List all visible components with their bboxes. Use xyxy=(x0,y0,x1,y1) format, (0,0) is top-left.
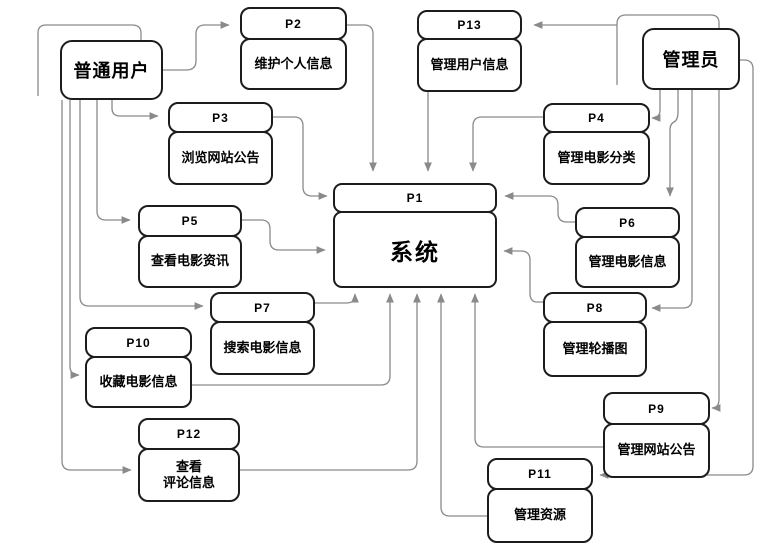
process-p11: P11 管理资源 xyxy=(487,458,593,543)
edge-p7-p1 xyxy=(315,293,359,304)
process-p6-id: P6 xyxy=(575,207,680,238)
edge-p4-p1 xyxy=(469,116,543,172)
edge-p5-p1 xyxy=(242,219,326,254)
process-p10-label: 收藏电影信息 xyxy=(85,356,192,408)
edge-admin-p6 xyxy=(666,90,679,197)
edge-user-p7 xyxy=(79,100,204,310)
process-p2-id: P2 xyxy=(240,7,347,40)
process-p1-label: 系统 xyxy=(333,211,497,288)
process-p7-label: 搜索电影信息 xyxy=(210,321,315,375)
process-p5: P5 查看电影资讯 xyxy=(138,205,242,288)
process-p8: P8 管理轮播图 xyxy=(543,292,647,377)
edge-p2-p1 xyxy=(347,24,377,172)
process-p11-label: 管理资源 xyxy=(487,488,593,543)
process-p4: P4 管理电影分类 xyxy=(543,103,650,185)
edge-admin-p9 xyxy=(711,90,721,412)
process-p7-id: P7 xyxy=(210,292,315,323)
edge-p11-p1 xyxy=(437,293,487,517)
edge-p9-p1 xyxy=(471,293,603,448)
process-p4-id: P4 xyxy=(543,103,650,133)
edge-admin-loop xyxy=(616,14,720,85)
process-p9: P9 管理网站公告 xyxy=(603,392,710,478)
process-p10-id: P10 xyxy=(85,327,192,358)
edge-admin-p8 xyxy=(651,90,693,312)
actor-admin: 管理员 xyxy=(642,28,740,90)
actor-normal-user: 普通用户 xyxy=(60,40,163,100)
edge-admin-p4 xyxy=(651,90,661,122)
process-p3-label: 浏览网站公告 xyxy=(168,131,273,185)
process-p9-id: P9 xyxy=(603,392,710,425)
process-p9-label: 管理网站公告 xyxy=(603,423,710,478)
process-p6-label: 管理电影信息 xyxy=(575,236,680,288)
edge-p12-p1 xyxy=(240,293,421,471)
process-p13: P13 管理用户信息 xyxy=(417,10,522,92)
edge-user-p5 xyxy=(96,100,131,224)
edge-p6-p1 xyxy=(504,192,575,223)
process-p13-label: 管理用户信息 xyxy=(417,38,522,92)
process-p6: P6 管理电影信息 xyxy=(575,207,680,288)
process-p7: P7 搜索电影信息 xyxy=(210,292,315,375)
process-p2: P2 维护个人信息 xyxy=(240,7,347,90)
edge-user-p3 xyxy=(111,100,159,120)
process-p10: P10 收藏电影信息 xyxy=(85,327,192,408)
edge-user-p10 xyxy=(69,100,80,379)
edge-admin-p11 xyxy=(599,59,754,479)
edge-p10-p1 xyxy=(192,293,394,386)
process-p3-id: P3 xyxy=(168,102,273,133)
process-p12-label: 查看 评论信息 xyxy=(138,448,240,502)
process-p3: P3 浏览网站公告 xyxy=(168,102,273,185)
edge-user-top-loop xyxy=(37,24,142,96)
process-p2-label: 维护个人信息 xyxy=(240,38,347,90)
process-p12: P12 查看 评论信息 xyxy=(138,418,240,502)
process-p1-system: P1 系统 xyxy=(333,183,497,288)
process-p5-id: P5 xyxy=(138,205,242,237)
edge-p3-p1 xyxy=(273,116,328,200)
process-p8-id: P8 xyxy=(543,292,647,323)
edge-user-p2 xyxy=(163,21,230,71)
edge-user-p12 xyxy=(61,100,132,474)
process-p12-id: P12 xyxy=(138,418,240,450)
process-p11-id: P11 xyxy=(487,458,593,490)
process-p4-label: 管理电影分类 xyxy=(543,131,650,185)
process-p1-id: P1 xyxy=(333,183,497,213)
process-p13-id: P13 xyxy=(417,10,522,40)
edge-p8-p1 xyxy=(503,247,543,303)
process-p8-label: 管理轮播图 xyxy=(543,321,647,377)
process-p5-label: 查看电影资讯 xyxy=(138,235,242,288)
